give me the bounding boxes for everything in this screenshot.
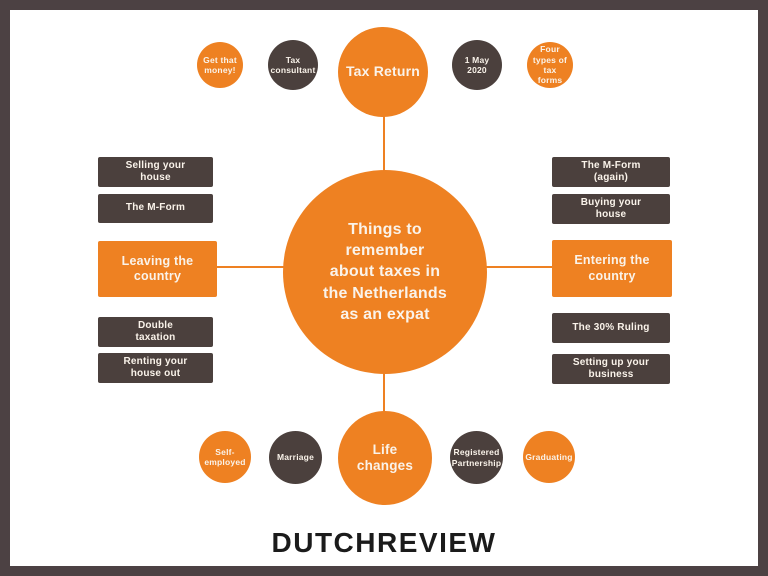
hub-tax-return: Tax Return: [338, 27, 428, 117]
satellite-get-that-money: Get that money!: [197, 42, 243, 88]
satellite-tax-consultant: Tax consultant: [268, 40, 318, 90]
item-double-taxation-label: Double taxation: [135, 319, 176, 343]
satellite-tax-consultant-label: Tax consultant: [270, 54, 316, 75]
satellite-registered-partnership: Registered Partnership: [450, 431, 503, 484]
hub-leaving-the-country-label: Leaving the country: [121, 253, 194, 283]
hub-life-changes: Life changes: [338, 411, 432, 505]
satellite-graduating: Graduating: [523, 431, 575, 483]
hub-entering-the-country: Entering the country: [552, 240, 672, 297]
infographic-canvas: Things to remember about taxes in the Ne…: [10, 10, 758, 566]
item-buying-your-house-label: Buying your house: [580, 196, 642, 220]
satellite-self-employed-label: Self-employed: [204, 446, 246, 467]
satellite-get-that-money-label: Get that money!: [203, 54, 237, 75]
hub-life-changes-label: Life changes: [356, 441, 414, 473]
item-the-m-form-label: The M-Form: [125, 202, 186, 214]
center-topic-circle: Things to remember about taxes in the Ne…: [283, 170, 487, 374]
satellite-marriage: Marriage: [269, 431, 322, 484]
satellite-self-employed: Self-employed: [199, 431, 251, 483]
item-the-m-form-again: The M-Form (again): [552, 157, 670, 187]
item-setting-up-your-business: Setting up your business: [552, 354, 670, 384]
dutchreview-logo: DUTCHREVIEW: [271, 527, 497, 558]
item-the-m-form: The M-Form: [98, 194, 213, 223]
center-topic-label: Things to remember about taxes in the Ne…: [323, 221, 447, 323]
item-selling-your-house: Selling your house: [98, 157, 213, 187]
satellite-registered-partnership-label: Registered Partnership: [451, 447, 502, 468]
satellite-four-types-tax-forms-label: Four types of tax forms: [532, 44, 568, 86]
item-setting-up-your-business-label: Setting up your business: [572, 356, 650, 380]
satellite-marriage-label: Marriage: [276, 452, 315, 463]
item-double-taxation: Double taxation: [98, 317, 213, 347]
satellite-four-types-tax-forms: Four types of tax forms: [527, 42, 573, 88]
item-the-30-percent-ruling: The 30% Ruling: [552, 313, 670, 343]
item-buying-your-house: Buying your house: [552, 194, 670, 224]
satellite-graduating-label: Graduating: [525, 451, 573, 462]
hub-leaving-the-country: Leaving the country: [98, 241, 217, 297]
hub-entering-the-country-label: Entering the country: [574, 253, 650, 283]
item-the-m-form-again-label: The M-Form (again): [581, 159, 641, 183]
satellite-1-may-2020: 1 May 2020: [452, 40, 502, 90]
hub-tax-return-label: Tax Return: [345, 63, 421, 80]
item-the-30-percent-ruling-label: The 30% Ruling: [572, 321, 650, 333]
satellite-1-may-2020-label: 1 May 2020: [464, 54, 490, 75]
item-renting-your-house-out: Renting your house out: [98, 353, 213, 383]
item-renting-your-house-out-label: Renting your house out: [123, 355, 188, 379]
item-selling-your-house-label: Selling your house: [125, 159, 186, 183]
